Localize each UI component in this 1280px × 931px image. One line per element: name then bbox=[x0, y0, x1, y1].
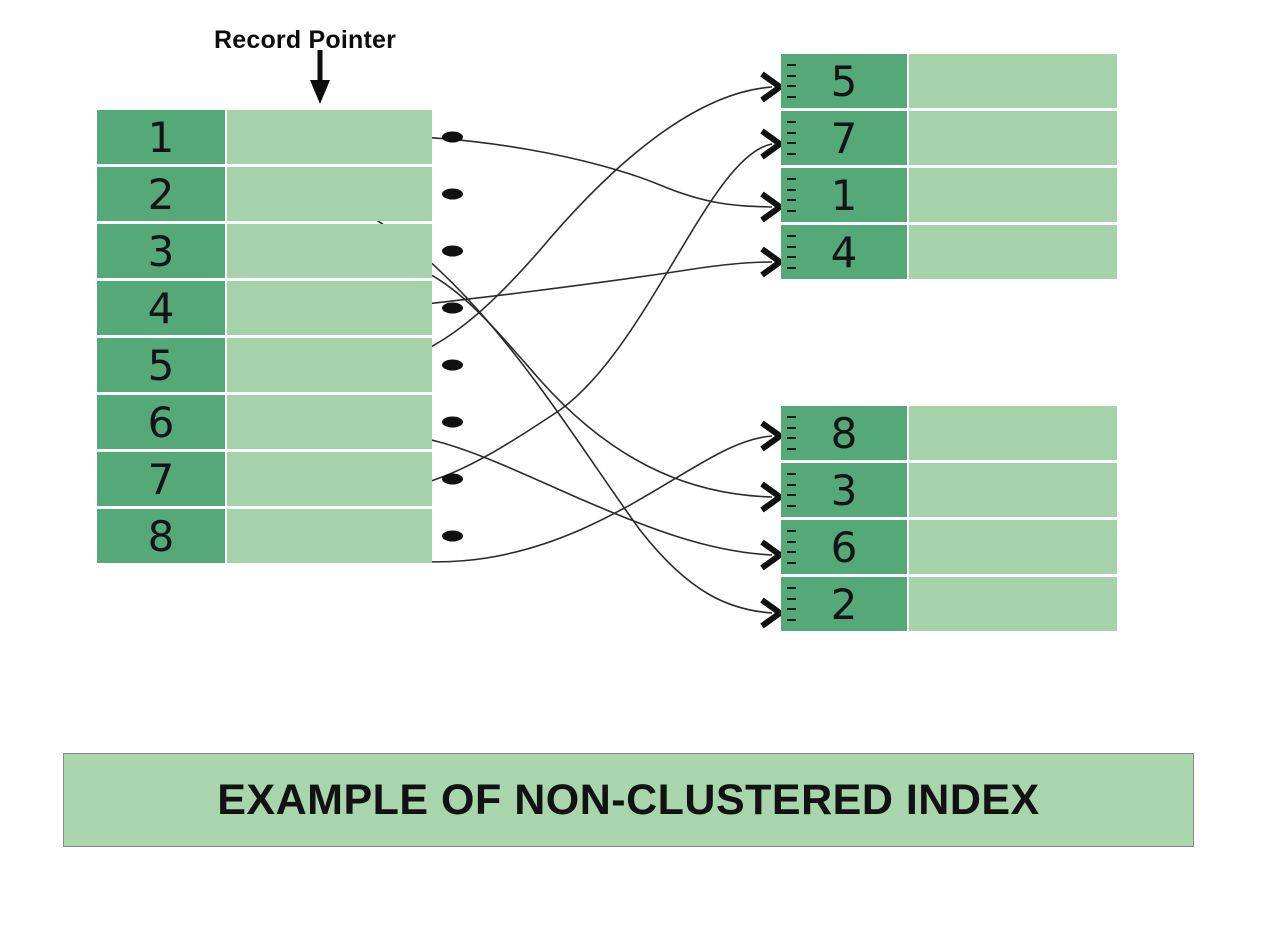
data-payload-cell bbox=[909, 54, 1117, 108]
binding-ticks-icon bbox=[787, 178, 796, 212]
index-pointer-cell bbox=[227, 395, 463, 449]
data-payload-cell bbox=[909, 406, 1117, 460]
index-key-cell: 2 bbox=[97, 167, 225, 221]
index-pointer-cell bbox=[227, 224, 463, 278]
index-key-cell: 7 bbox=[97, 452, 225, 506]
binding-ticks-icon bbox=[787, 473, 796, 507]
index-pointer-cell bbox=[227, 167, 463, 221]
link-arrowheads bbox=[760, 71, 786, 629]
data-row[interactable]: 5 bbox=[781, 54, 1117, 108]
data-row[interactable]: 3 bbox=[781, 463, 1117, 517]
data-key-cell: 8 bbox=[781, 406, 907, 460]
binding-ticks-icon bbox=[787, 121, 796, 155]
diagram-title-banner: EXAMPLE OF NON-CLUSTERED INDEX bbox=[63, 753, 1194, 847]
data-key-value: 7 bbox=[830, 113, 858, 163]
record-pointer-arrow bbox=[310, 50, 330, 104]
data-key-value: 4 bbox=[830, 227, 858, 277]
index-row[interactable]: 1 bbox=[97, 110, 463, 164]
record-pointer-dot-icon bbox=[442, 416, 463, 428]
top-data-table: 5 7 1 4 bbox=[781, 54, 1117, 279]
data-payload-cell bbox=[909, 463, 1117, 517]
data-payload-cell bbox=[909, 577, 1117, 631]
data-row[interactable]: 2 bbox=[781, 577, 1117, 631]
data-key-cell: 7 bbox=[781, 111, 907, 165]
index-pointer-cell bbox=[227, 338, 463, 392]
record-pointer-dot-icon bbox=[442, 359, 463, 371]
record-pointer-dot-icon bbox=[442, 473, 463, 485]
index-key-cell: 6 bbox=[97, 395, 225, 449]
index-row[interactable]: 2 bbox=[97, 167, 463, 221]
index-key-cell: 8 bbox=[97, 509, 225, 563]
data-key-cell: 2 bbox=[781, 577, 907, 631]
index-pointer-cell bbox=[227, 110, 463, 164]
record-pointer-dot-icon bbox=[442, 245, 463, 257]
index-pointer-cell bbox=[227, 281, 463, 335]
data-payload-cell bbox=[909, 168, 1117, 222]
index-row[interactable]: 3 bbox=[97, 224, 463, 278]
binding-ticks-icon bbox=[787, 587, 796, 621]
data-key-cell: 5 bbox=[781, 54, 907, 108]
record-pointer-dot-icon bbox=[442, 188, 463, 200]
record-pointer-dot-icon bbox=[442, 302, 463, 314]
data-key-cell: 4 bbox=[781, 225, 907, 279]
index-key-cell: 3 bbox=[97, 224, 225, 278]
data-row[interactable]: 7 bbox=[781, 111, 1117, 165]
index-row[interactable]: 6 bbox=[97, 395, 463, 449]
index-pointer-cell bbox=[227, 509, 463, 563]
binding-ticks-icon bbox=[787, 235, 796, 269]
index-key-cell: 1 bbox=[97, 110, 225, 164]
data-payload-cell bbox=[909, 520, 1117, 574]
binding-ticks-icon bbox=[787, 64, 796, 98]
data-key-value: 6 bbox=[830, 522, 858, 572]
index-row[interactable]: 8 bbox=[97, 509, 463, 563]
index-key-cell: 5 bbox=[97, 338, 225, 392]
index-row[interactable]: 5 bbox=[97, 338, 463, 392]
data-payload-cell bbox=[909, 111, 1117, 165]
record-pointer-dot-icon bbox=[442, 131, 463, 143]
data-row[interactable]: 6 bbox=[781, 520, 1117, 574]
data-key-cell: 3 bbox=[781, 463, 907, 517]
index-row[interactable]: 7 bbox=[97, 452, 463, 506]
binding-ticks-icon bbox=[787, 416, 796, 450]
data-key-cell: 6 bbox=[781, 520, 907, 574]
bottom-data-table: 8 3 6 2 bbox=[781, 406, 1117, 631]
data-row[interactable]: 4 bbox=[781, 225, 1117, 279]
data-key-value: 2 bbox=[830, 579, 858, 629]
index-pointer-cell bbox=[227, 452, 463, 506]
index-row[interactable]: 4 bbox=[97, 281, 463, 335]
record-pointer-label: Record Pointer bbox=[214, 26, 396, 54]
record-pointer-dot-icon bbox=[442, 530, 463, 542]
data-key-value: 3 bbox=[830, 465, 858, 515]
diagram-title-text: EXAMPLE OF NON-CLUSTERED INDEX bbox=[217, 775, 1040, 824]
non-clustered-index-table: 1 2 3 4 5 bbox=[97, 110, 463, 563]
index-key-cell: 4 bbox=[97, 281, 225, 335]
data-row[interactable]: 8 bbox=[781, 406, 1117, 460]
data-row[interactable]: 1 bbox=[781, 168, 1117, 222]
data-payload-cell bbox=[909, 225, 1117, 279]
data-key-value: 5 bbox=[830, 56, 858, 106]
binding-ticks-icon bbox=[787, 530, 796, 564]
data-key-value: 8 bbox=[830, 408, 858, 458]
data-key-value: 1 bbox=[830, 170, 858, 220]
data-key-cell: 1 bbox=[781, 168, 907, 222]
